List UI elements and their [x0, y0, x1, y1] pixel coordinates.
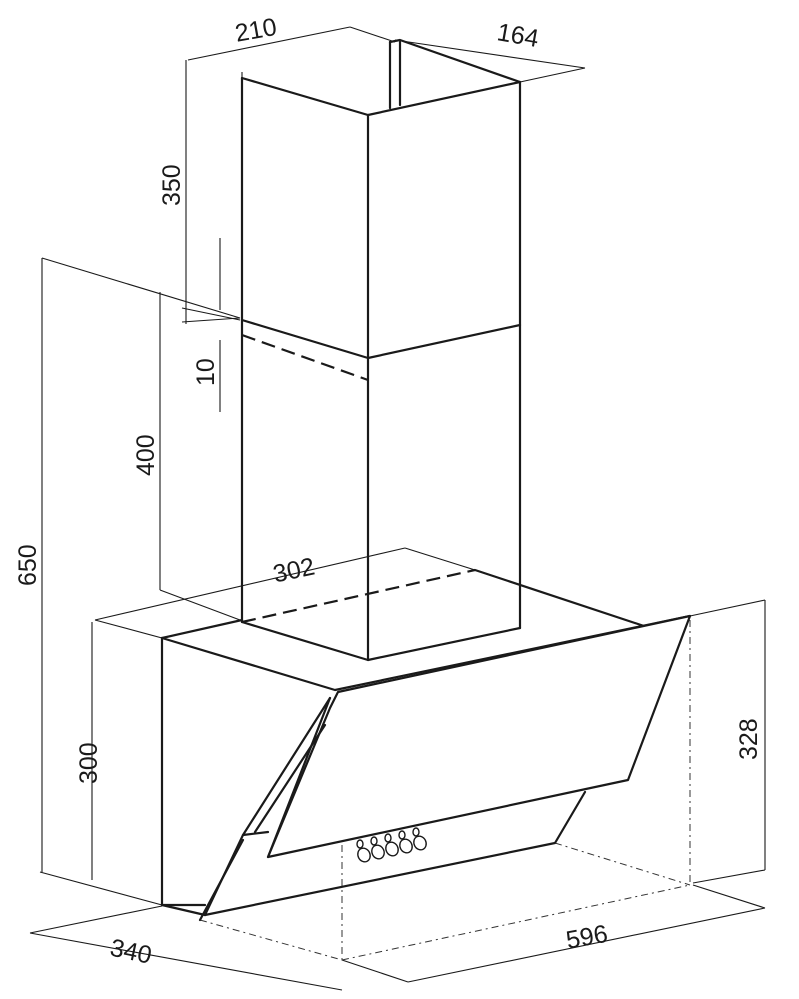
dim-chimney-depth: 164 — [495, 18, 541, 53]
dim-lower-chimney-height: 400 — [132, 434, 160, 476]
chimney — [240, 38, 522, 662]
control-knob-icon — [370, 836, 385, 860]
control-knob-icon — [384, 833, 399, 857]
dim-top-depth: 302 — [271, 552, 318, 588]
control-knob-icon — [398, 830, 413, 854]
dim-overlap: 10 — [192, 358, 220, 386]
dim-hood-depth: 340 — [108, 934, 155, 970]
dimension-lines — [29, 26, 766, 991]
control-panel — [356, 827, 427, 863]
dim-hood-height: 300 — [75, 742, 103, 784]
dim-glass-height: 328 — [735, 718, 763, 760]
dim-upper-chimney-height: 350 — [158, 164, 186, 206]
control-knob-icon — [412, 827, 427, 851]
dim-total-height: 650 — [14, 544, 42, 586]
dim-hood-width: 596 — [564, 920, 610, 955]
hidden-edges — [199, 620, 691, 961]
hood-body — [160, 568, 692, 922]
control-knob-icon — [356, 839, 371, 863]
